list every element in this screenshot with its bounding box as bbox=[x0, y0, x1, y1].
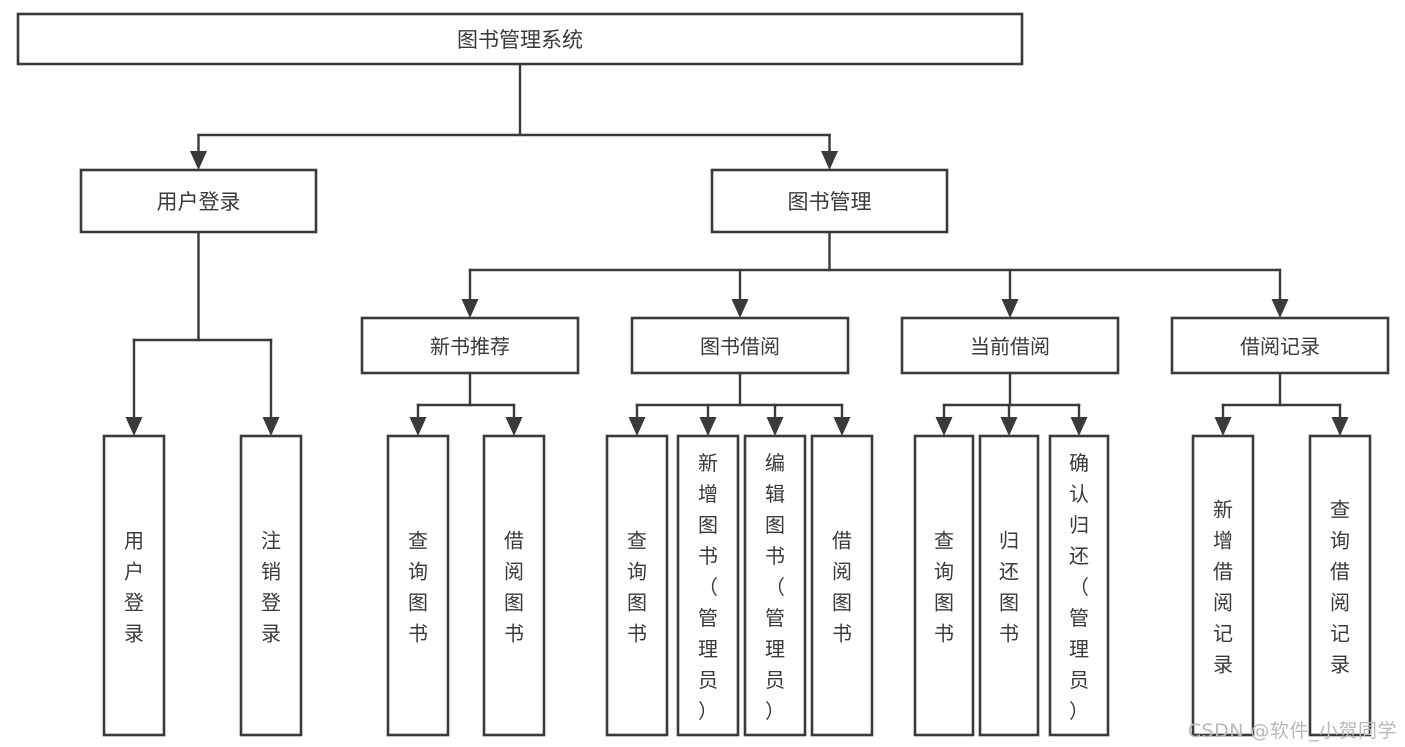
node-label-vertical: 新增借阅记录 bbox=[1213, 498, 1233, 677]
node-label-vertical: 查询图书 bbox=[408, 529, 428, 646]
arrow-head-icon bbox=[190, 151, 207, 170]
arrow-head-icon bbox=[461, 299, 479, 318]
node-leaf-add-record[interactable]: 新增借阅记录 bbox=[1191, 434, 1255, 737]
node-label: 当前借阅 bbox=[970, 335, 1050, 359]
arrow-head-icon bbox=[1001, 299, 1019, 318]
node-label-vertical: 借阅图书 bbox=[504, 529, 524, 646]
node-book-borrow[interactable]: 图书借阅 bbox=[630, 316, 850, 375]
node-label-vertical: 查询图书 bbox=[934, 529, 954, 646]
node-leaf-user-logout[interactable]: 注销登录 bbox=[239, 434, 303, 737]
node-leaf-user-login[interactable]: 用户登录 bbox=[102, 434, 166, 737]
arrow-head-icon bbox=[1070, 417, 1088, 436]
arrow-head-icon bbox=[1000, 417, 1018, 436]
node-leaf-query-book-1[interactable]: 查询图书 bbox=[386, 434, 450, 737]
node-leaf-query-book-2[interactable]: 查询图书 bbox=[605, 434, 669, 737]
node-label-vertical: 查询图书 bbox=[627, 529, 647, 646]
arrow-head-icon bbox=[821, 151, 838, 170]
node-label-vertical: 用户登录 bbox=[124, 529, 144, 646]
node-label-vertical: 查询借阅记录 bbox=[1330, 498, 1350, 677]
node-label: 图书管理系统 bbox=[457, 28, 583, 52]
node-leaf-edit-book[interactable]: 编辑图书（管理员） bbox=[743, 434, 807, 737]
node-current-borrow[interactable]: 当前借阅 bbox=[900, 316, 1120, 375]
node-leaf-confirm-return[interactable]: 确认归还（管理员） bbox=[1048, 434, 1110, 737]
arrow-head-icon bbox=[766, 417, 784, 436]
node-label-vertical: 确认归还（管理员） bbox=[1069, 451, 1089, 723]
connector-layer bbox=[125, 62, 1349, 436]
arrow-head-icon bbox=[409, 417, 427, 436]
arrow-head-icon bbox=[628, 417, 646, 436]
arrow-head-icon bbox=[935, 417, 953, 436]
node-leaf-query-book-3[interactable]: 查询图书 bbox=[913, 434, 975, 737]
arrow-head-icon bbox=[1331, 417, 1349, 436]
node-label: 图书管理 bbox=[788, 190, 872, 214]
node-borrow-record[interactable]: 借阅记录 bbox=[1170, 316, 1390, 375]
node-leaf-borrow-book-1[interactable]: 借阅图书 bbox=[482, 434, 546, 737]
node-label: 借阅记录 bbox=[1240, 335, 1320, 359]
arrow-head-icon bbox=[1271, 299, 1289, 318]
node-book-manage[interactable]: 图书管理 bbox=[710, 168, 949, 234]
arrow-head-icon bbox=[833, 417, 851, 436]
node-label: 新书推荐 bbox=[430, 335, 510, 359]
node-user-login[interactable]: 用户登录 bbox=[79, 168, 318, 234]
arrow-head-icon bbox=[505, 417, 523, 436]
node-new-book-recommend[interactable]: 新书推荐 bbox=[360, 316, 580, 375]
node-label-vertical: 借阅图书 bbox=[832, 529, 852, 646]
arrow-head-icon bbox=[1214, 417, 1232, 436]
node-leaf-add-book[interactable]: 新增图书（管理员） bbox=[676, 434, 740, 737]
node-leaf-query-record[interactable]: 查询借阅记录 bbox=[1308, 434, 1372, 737]
node-label-vertical: 注销登录 bbox=[261, 529, 281, 646]
node-layer: 图书管理系统用户登录图书管理新书推荐图书借阅当前借阅借阅记录用户登录注销登录查询… bbox=[16, 12, 1390, 737]
node-root[interactable]: 图书管理系统 bbox=[16, 12, 1024, 66]
node-leaf-return-book[interactable]: 归还图书 bbox=[978, 434, 1040, 737]
node-label-vertical: 归还图书 bbox=[999, 529, 1019, 646]
node-label-vertical: 编辑图书（管理员） bbox=[765, 451, 785, 723]
node-label: 图书借阅 bbox=[700, 335, 780, 359]
node-label-vertical: 新增图书（管理员） bbox=[698, 451, 718, 723]
node-label: 用户登录 bbox=[157, 190, 241, 214]
arrow-head-icon bbox=[699, 417, 717, 436]
arrow-head-icon bbox=[731, 299, 749, 318]
arrow-head-icon bbox=[262, 417, 280, 436]
arrow-head-icon bbox=[125, 417, 143, 436]
node-leaf-borrow-book-2[interactable]: 借阅图书 bbox=[810, 434, 874, 737]
